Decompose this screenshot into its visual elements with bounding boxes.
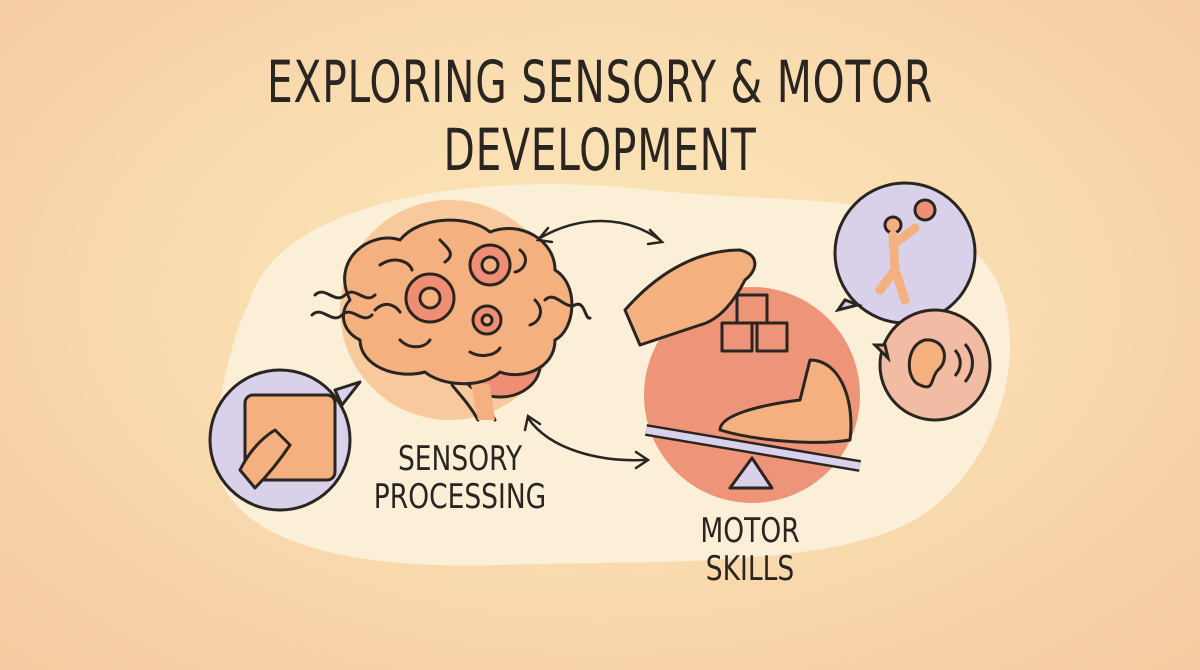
bidirectional-arrow-icon: [523, 219, 665, 470]
motor-skills-label: MOTOR SKILLS: [700, 511, 800, 589]
hand-touching-texture-icon: [208, 368, 362, 512]
ear-hearing-icon: [871, 308, 992, 422]
motor-backdrop: [644, 287, 860, 503]
foot-balance-board-icon: [645, 358, 861, 490]
sensory-processing-label: SENSORY PROCESSING: [366, 440, 553, 516]
sensory-label-line1: SENSORY: [397, 439, 523, 479]
sensory-label-line2: PROCESSING: [373, 477, 547, 517]
brain-gears-icon: [310, 218, 592, 422]
hand-stacking-blocks-icon: [623, 248, 789, 353]
page-title: EXPLORING SENSORY & MOTOR DEVELOPMENT: [267, 48, 933, 184]
child-catching-ball-icon: [833, 181, 977, 325]
